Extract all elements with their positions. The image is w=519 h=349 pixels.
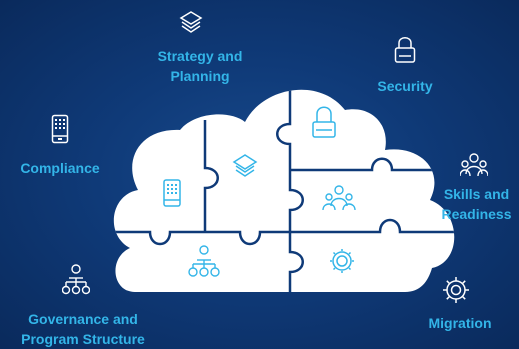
topic-label-line2: Program Structure (21, 331, 145, 347)
layers-inner-icon (232, 154, 258, 177)
topic-label-line2: Readiness (441, 206, 512, 222)
topic-strategy-and-planning: Strategy and Planning (140, 46, 260, 86)
gear-icon (443, 277, 469, 303)
lock-inner-icon (312, 106, 336, 138)
org-chart-inner-icon (188, 245, 220, 277)
topic-label-line1: Migration (428, 315, 492, 331)
topic-compliance: Compliance (5, 158, 115, 178)
topic-skills-and-readiness: Skills and Readiness (434, 184, 519, 224)
topic-label-line1: Security (377, 78, 433, 94)
topic-security: Security (360, 76, 450, 96)
layers-icon (179, 11, 203, 33)
mobile-device-icon (51, 114, 69, 144)
topic-label-line1: Governance and (28, 311, 138, 327)
puzzle-seams (113, 89, 455, 292)
topic-label-line2: Planning (170, 68, 230, 84)
topic-label-line1: Skills and (443, 186, 510, 202)
team-icon (460, 153, 488, 177)
topic-migration: Migration (412, 313, 508, 333)
org-chart-icon (62, 264, 90, 295)
topic-label-line1: Compliance (20, 160, 100, 176)
topic-label-line1: Strategy and (157, 48, 243, 64)
team-inner-icon (322, 185, 356, 211)
gear-inner-icon (330, 249, 354, 273)
lock-icon (394, 37, 416, 63)
topic-governance-and-program-structure: Governance and Program Structure (8, 309, 158, 349)
cloud-shape (113, 89, 455, 292)
mobile-device-inner-icon (163, 179, 181, 207)
